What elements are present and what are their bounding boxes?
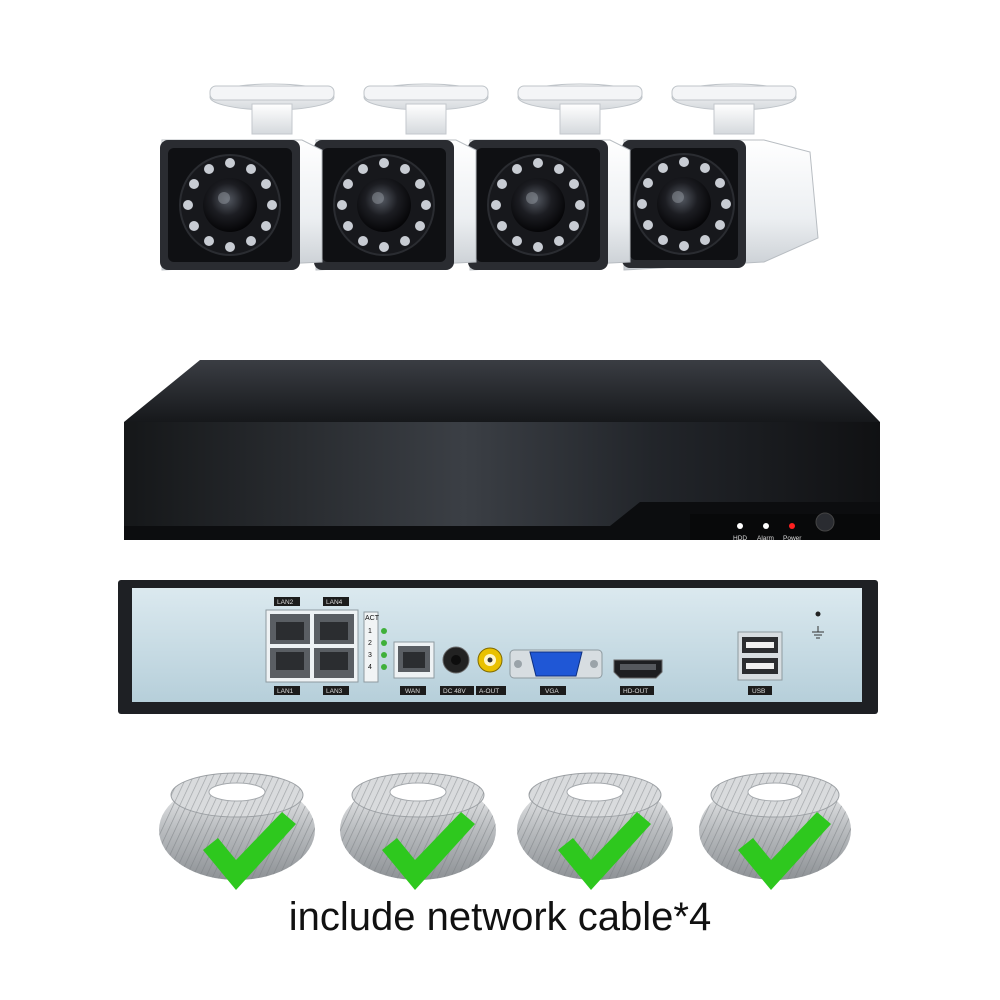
cable-coil-3 — [517, 772, 673, 880]
vga-label: VGA — [545, 688, 559, 695]
hdmi-port[interactable] — [613, 659, 663, 679]
camera-1 — [160, 83, 335, 271]
reset-hole-icon[interactable] — [815, 611, 821, 617]
usb-label: USB — [752, 688, 765, 695]
cameras-group — [160, 83, 819, 271]
lan1-label: LAN1 — [277, 688, 294, 695]
wan-port[interactable] — [393, 641, 435, 679]
wan-label: WAN — [405, 688, 420, 695]
alarm-led-icon — [763, 523, 769, 529]
cable-coil-4 — [699, 772, 851, 880]
ground-icon — [812, 626, 824, 639]
hdd-label: HDD — [733, 535, 747, 542]
lan1-port[interactable] — [270, 648, 310, 678]
dc-label: DC 48V — [443, 688, 466, 695]
alarm-label: Alarm — [757, 535, 774, 542]
act-label: ACT — [365, 615, 380, 622]
lan4-port[interactable] — [314, 614, 354, 644]
cable-coil-1 — [159, 772, 315, 880]
act-3: 3 — [368, 652, 372, 659]
power-led-icon — [789, 523, 795, 529]
cables-group — [159, 772, 851, 890]
nvr-back: LAN2 LAN4 LAN1 LAN3 ACT 1 2 3 4 WAN DC 4… — [118, 580, 878, 714]
lan3-label: LAN3 — [326, 688, 343, 695]
camera-2 — [314, 83, 489, 271]
check-icon-2 — [382, 812, 475, 890]
hdout-label: HD-OUT — [623, 688, 648, 695]
check-icon-3 — [558, 812, 651, 890]
usb-ports[interactable] — [737, 631, 783, 681]
camera-4 — [622, 83, 819, 271]
act-2: 2 — [368, 640, 372, 647]
lan2-port[interactable] — [270, 614, 310, 644]
check-icon-4 — [738, 812, 831, 890]
nvr-front: HDD Alarm Power — [124, 360, 880, 542]
camera-3 — [468, 83, 643, 271]
audio-out-jack[interactable] — [477, 647, 503, 673]
caption-text: include network cable*4 — [288, 895, 712, 939]
dc-power-jack[interactable] — [442, 646, 470, 674]
power-label: Power — [783, 535, 802, 542]
check-icon-1 — [203, 812, 296, 890]
lan3-port[interactable] — [314, 648, 354, 678]
vga-port[interactable] — [509, 649, 603, 679]
lan2-label: LAN2 — [277, 599, 294, 606]
act-1: 1 — [368, 628, 372, 635]
cable-coil-2 — [340, 772, 496, 880]
lan4-label: LAN4 — [326, 599, 343, 606]
act-4: 4 — [368, 664, 372, 671]
hdd-led-icon — [737, 523, 743, 529]
aout-label: A-OUT — [479, 688, 499, 695]
